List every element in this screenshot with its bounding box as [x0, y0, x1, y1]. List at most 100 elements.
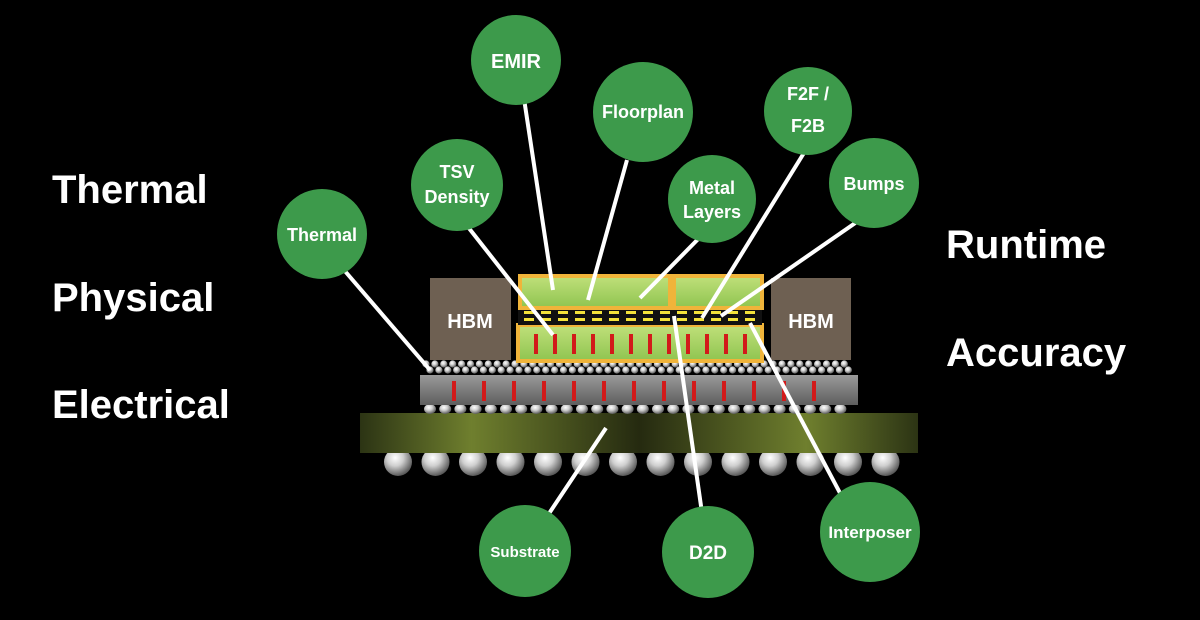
bga-ball	[721, 448, 750, 476]
interposer-tsv	[572, 381, 576, 401]
bubble-thermal: Thermal	[277, 189, 367, 279]
micro-bump	[814, 360, 822, 368]
micro-bump	[631, 366, 639, 374]
die-tsv	[553, 334, 557, 354]
c4-bump	[424, 404, 436, 414]
micro-bump	[577, 366, 585, 374]
bga-ball	[609, 448, 637, 476]
micro-bump	[818, 366, 826, 374]
micro-bump	[840, 360, 848, 368]
c4-bump	[484, 404, 497, 414]
micro-bump	[542, 366, 550, 374]
c4-bump	[606, 404, 619, 414]
bond-dash	[592, 311, 602, 314]
interposer-tsv	[632, 381, 636, 401]
c4-bump	[697, 404, 710, 414]
hbm-stack-right	[771, 278, 851, 360]
micro-bump	[822, 360, 831, 368]
bubble-d2d: D2D	[662, 506, 754, 598]
left-label-thermal: Thermal	[52, 168, 208, 212]
bubble-floorplan: Floorplan	[593, 62, 693, 162]
die-tsv	[743, 334, 747, 354]
bga-ball	[496, 448, 525, 476]
c4-bumps	[424, 404, 847, 414]
c4-bump	[560, 404, 573, 414]
c4-bump	[621, 404, 634, 414]
micro-bump	[462, 366, 470, 374]
c4-bump	[576, 404, 588, 414]
die-tsv	[724, 334, 728, 354]
micro-bump	[515, 366, 523, 374]
micro-bump	[568, 366, 577, 374]
interposer-tsv	[452, 381, 456, 401]
micro-bump	[604, 366, 612, 374]
micro-bump	[586, 366, 594, 374]
micro-bump	[831, 360, 840, 368]
bga-ball	[759, 448, 787, 476]
micro-bump	[729, 366, 737, 374]
interposer-tsv	[692, 381, 696, 401]
die-tsv	[648, 334, 652, 354]
bubble-interposer-text: Interposer	[828, 523, 912, 542]
micro-bump	[778, 360, 786, 368]
c4-bump	[743, 404, 756, 414]
micro-bump	[826, 366, 835, 374]
bga-ball	[534, 448, 562, 476]
leader-floorplan	[586, 159, 629, 301]
bubble-bumps: Bumps	[829, 138, 919, 228]
bond-dash	[541, 311, 551, 314]
c4-bump	[454, 404, 467, 414]
bubble-metal-line1: Metal	[689, 178, 735, 198]
micro-bump	[805, 360, 813, 368]
bga-ball	[796, 448, 825, 476]
bga-ball	[384, 448, 412, 476]
right-label-runtime: Runtime	[946, 223, 1106, 267]
bubble-tsv-density: TSV Density	[411, 139, 503, 231]
bga-ball	[421, 448, 450, 476]
micro-bump	[693, 366, 701, 374]
die-tsv	[591, 334, 595, 354]
bga-ball	[684, 448, 712, 476]
c4-bump	[728, 404, 740, 414]
leader-f2f	[700, 146, 809, 320]
micro-bump	[782, 366, 790, 374]
micro-bump	[755, 366, 763, 374]
micro-bump	[800, 366, 808, 374]
c4-bump	[819, 404, 832, 414]
c4-bump	[469, 404, 482, 414]
bubble-metal-layers: Metal Layers	[668, 155, 756, 243]
package-substrate	[360, 413, 918, 453]
micro-bump	[497, 366, 505, 374]
interposer-tsv	[482, 381, 486, 401]
micro-bump	[533, 366, 541, 374]
bond-dash	[643, 311, 653, 314]
f2f-bond-dashes	[524, 311, 755, 321]
micro-bump	[640, 366, 648, 374]
c4-bump	[500, 404, 512, 414]
interposer-tsv	[752, 381, 756, 401]
interposer-tsv	[512, 381, 516, 401]
micro-bump	[787, 360, 795, 368]
bubble-f2f-line1: F2F /	[787, 84, 829, 104]
micro-bump	[502, 360, 510, 368]
bubble-floorplan-text: Floorplan	[602, 102, 684, 122]
bubble-emir-text: EMIR	[491, 51, 542, 73]
micro-bump	[524, 366, 532, 374]
bubble-bumps-text: Bumps	[843, 174, 904, 194]
bond-dash	[677, 311, 687, 314]
bond-dash	[541, 318, 551, 321]
bond-dash	[558, 311, 568, 314]
bottom-logic-die	[516, 323, 764, 363]
c4-bump	[439, 404, 452, 414]
interposer-tsv	[542, 381, 546, 401]
c4-bump	[515, 404, 528, 414]
die-tsv	[705, 334, 709, 354]
hbm-stack-left	[430, 278, 511, 360]
micro-bump	[844, 366, 852, 374]
micro-bump	[702, 366, 710, 374]
micro-bump	[720, 366, 728, 374]
left-label-physical: Physical	[52, 276, 215, 320]
micro-bump	[559, 366, 568, 374]
bond-dash	[660, 318, 670, 321]
